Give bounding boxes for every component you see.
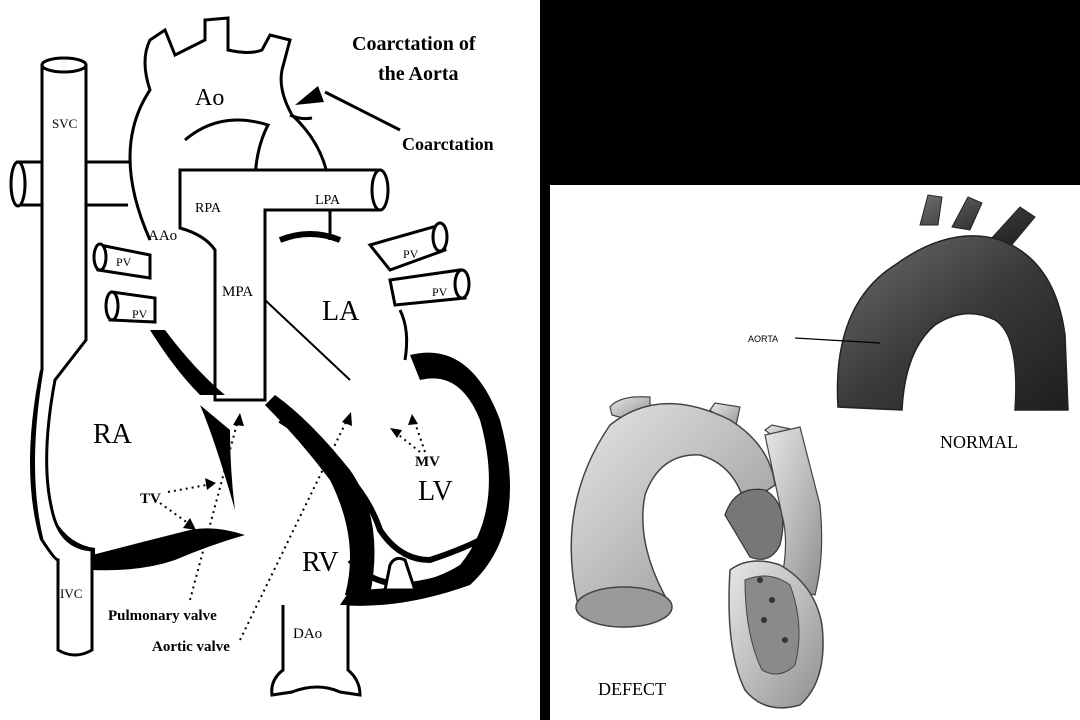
tricuspid-base [92, 528, 245, 571]
label-pv-2: PV [132, 307, 148, 321]
svc-opening [40, 56, 88, 74]
heart-diagram-panel: Coarctation of the Aorta Coarctation Ao … [0, 0, 540, 720]
label-ivc: IVC [60, 586, 82, 601]
label-lpa: LPA [315, 193, 341, 208]
label-mpa: MPA [222, 284, 253, 300]
label-svc: SVC [52, 116, 77, 131]
aorta-label: AORTA [748, 334, 778, 344]
label-rpa: RPA [195, 201, 222, 216]
pulmonary-trunk [178, 168, 382, 402]
label-tv: TV [140, 491, 161, 507]
label-mv: MV [415, 454, 440, 470]
pulmonary-veins [92, 221, 471, 324]
tricuspid-leaflet [200, 405, 235, 510]
normal-aorta [794, 194, 1069, 411]
descending-aorta [270, 605, 362, 697]
label-ao: Ao [195, 85, 224, 111]
label-ra: RA [93, 419, 133, 450]
right-pulmonary-branch [16, 160, 130, 207]
heart-diagram: Coarctation of the Aorta Coarctation Ao … [9, 16, 510, 697]
label-aortic-valve: Aortic valve [152, 639, 230, 655]
label-aao: AAo [148, 228, 177, 244]
pointer-arrows [159, 417, 426, 641]
label-pv-1: PV [116, 255, 132, 269]
normal-label: NORMAL [940, 432, 1018, 452]
label-lv: LV [418, 476, 453, 507]
arrowheads [183, 412, 418, 530]
label-pulmonary-valve: Pulmonary valve [108, 608, 217, 624]
label-pv-4: PV [432, 285, 448, 299]
label-pv-3: PV [403, 247, 419, 261]
svc-ivc-vessel [32, 65, 94, 657]
defect-label: DEFECT [598, 679, 666, 699]
label-rv: RV [302, 547, 339, 578]
aorta-illustration-panel: AORTA NORMAL DEFECT [550, 185, 1080, 720]
label-la: LA [322, 296, 360, 327]
coarctation-callout: Coarctation [402, 134, 494, 154]
diagram-title-line1: Coarctation of [352, 33, 476, 55]
label-dao: DAo [293, 626, 322, 642]
diagram-title-line2: the Aorta [378, 63, 459, 85]
atrial-wall [150, 330, 225, 395]
aorta-illustration: AORTA NORMAL DEFECT [570, 194, 1069, 709]
defect-aorta [570, 396, 824, 709]
